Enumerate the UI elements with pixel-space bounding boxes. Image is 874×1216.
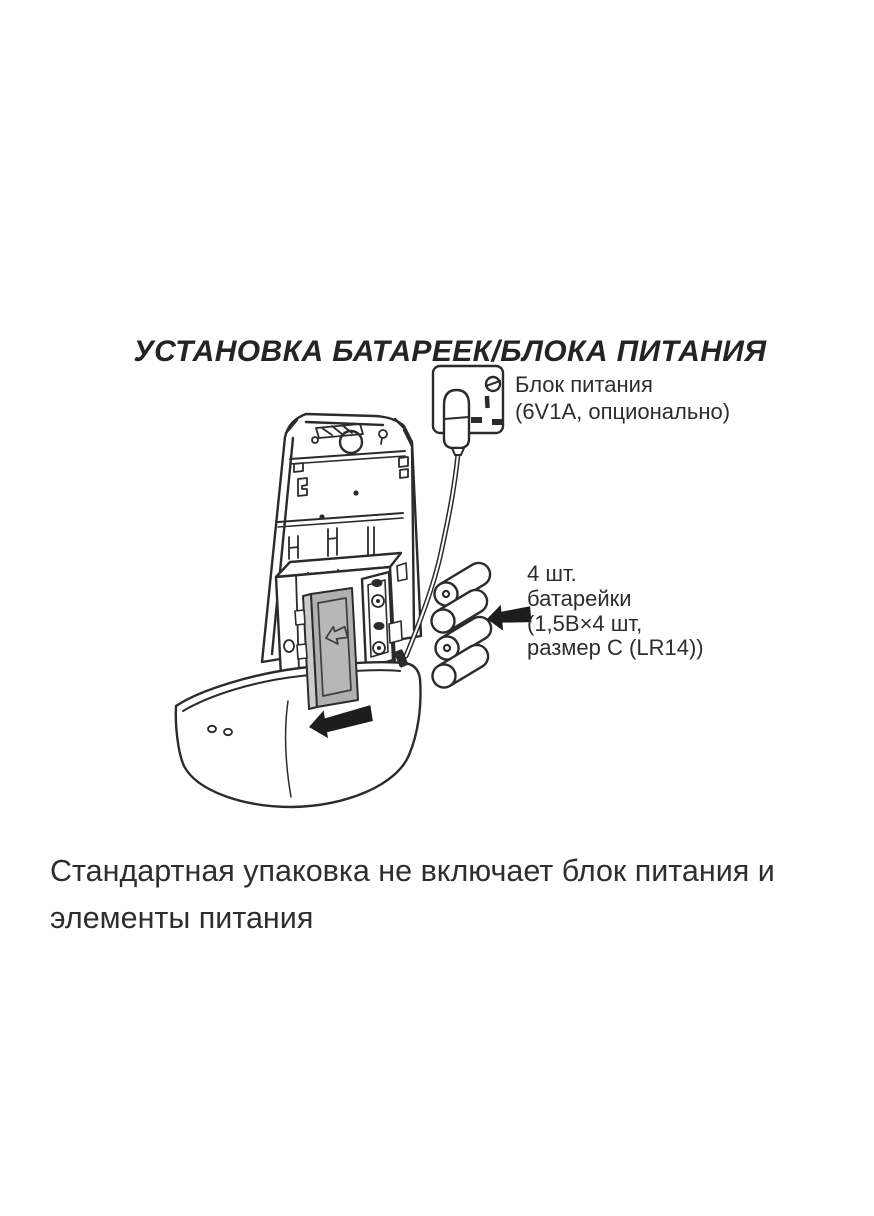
plate-slots — [288, 526, 375, 561]
battery-stack-icon — [430, 561, 493, 689]
battery-label: 4 шт. батарейки (1,5В×4 шт, размер C (LR… — [527, 561, 704, 661]
battery-door — [294, 587, 359, 710]
hanging-hook-hole — [378, 429, 388, 445]
battery-cell — [433, 561, 492, 607]
cover-arrow-icon — [309, 705, 373, 739]
power-adapter-label: Блок питания (6V1A, опционально) — [515, 372, 731, 424]
battery-cell — [434, 615, 493, 661]
battery-cell — [430, 588, 489, 634]
insert-batteries-arrow-icon — [487, 604, 532, 631]
door-arrow-icon — [325, 625, 349, 645]
battery-cell — [431, 643, 490, 689]
packaging-note: Стандартная упаковка не включает блок пи… — [50, 853, 775, 935]
battery-contacts — [360, 570, 395, 670]
mounting-hole — [338, 429, 364, 455]
page-title: УСТАНОВКА БАТАРЕЕК/БЛОКА ПИТАНИЯ — [133, 335, 767, 369]
power-cable-icon — [394, 451, 461, 668]
power-adapter-icon — [442, 388, 471, 456]
bottom-cover — [174, 661, 422, 809]
